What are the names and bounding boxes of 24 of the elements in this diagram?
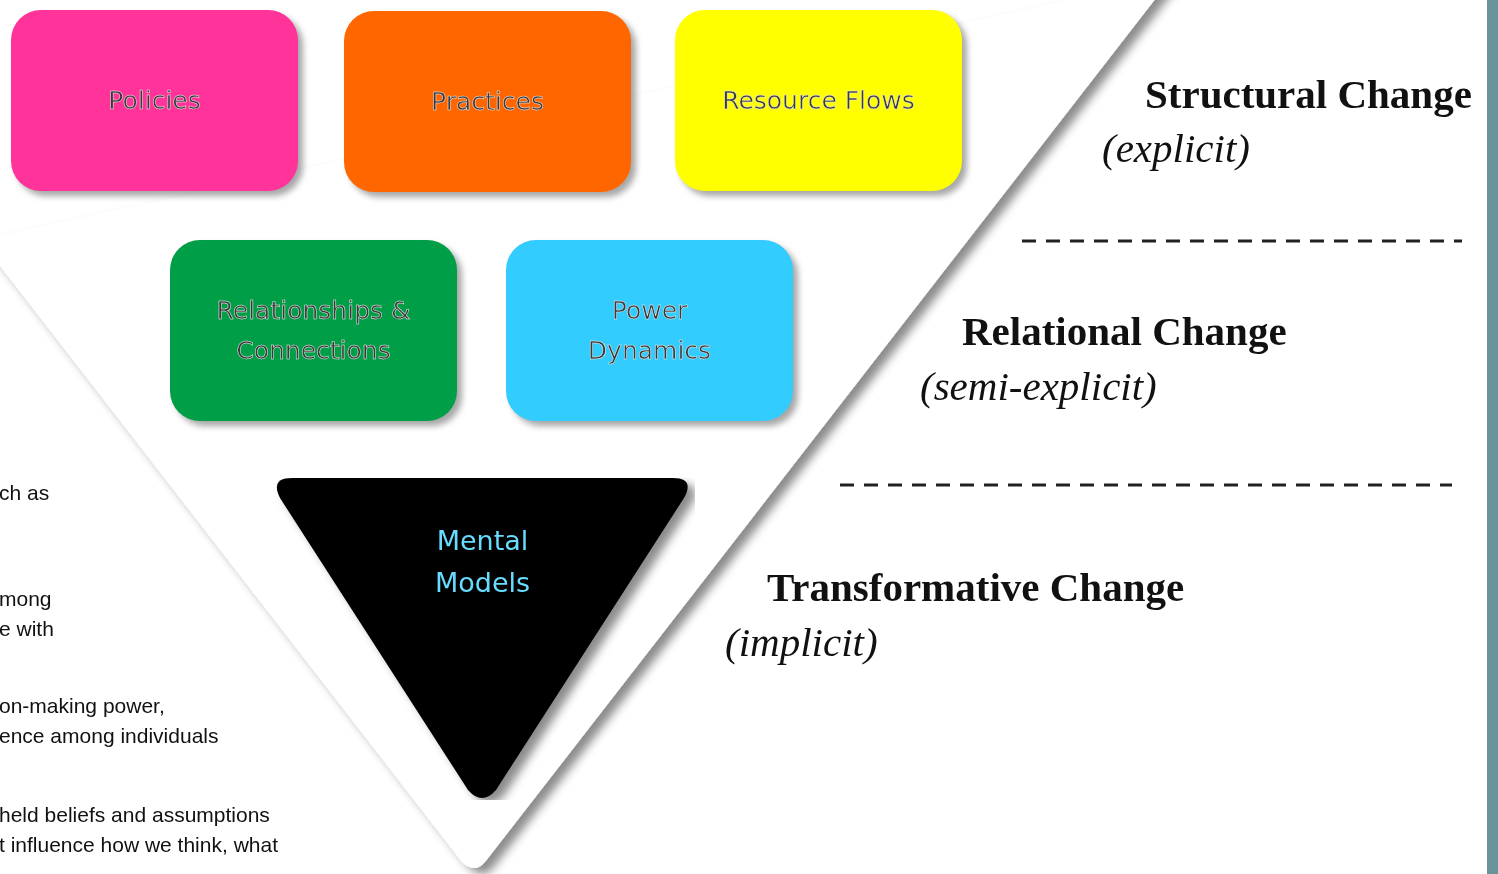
rounded-box [11, 10, 298, 191]
description-text: held beliefs and assumptions [0, 803, 270, 827]
rounded-box [344, 11, 631, 192]
rounded-box [506, 240, 793, 421]
description-text: ence among individuals [0, 724, 219, 748]
level-subtitle: (implicit) [725, 618, 878, 666]
rounded-box [170, 240, 457, 421]
description-text: e with [0, 617, 54, 641]
node-label: Practices [430, 85, 545, 118]
description-text: mong [0, 587, 52, 611]
node-label: Mental Models [433, 524, 532, 600]
level-heading: Structural Change [1145, 70, 1472, 118]
node-label: Policies [107, 84, 202, 117]
level-subtitle: (explicit) [1102, 124, 1250, 172]
level-subtitle: (semi-explicit) [920, 362, 1157, 410]
level-heading: Relational Change [962, 307, 1287, 355]
description-text: ch as [0, 481, 50, 505]
node-label: Power Dynamics [586, 294, 713, 367]
rounded-box [675, 10, 962, 191]
node-label: Relationships & Connections [215, 294, 412, 367]
level-heading: Transformative Change [767, 563, 1185, 611]
description-text: t influence how we think, what [0, 833, 278, 857]
description-text: on-making power, [0, 694, 165, 718]
node-label: Resource Flows [721, 84, 916, 117]
